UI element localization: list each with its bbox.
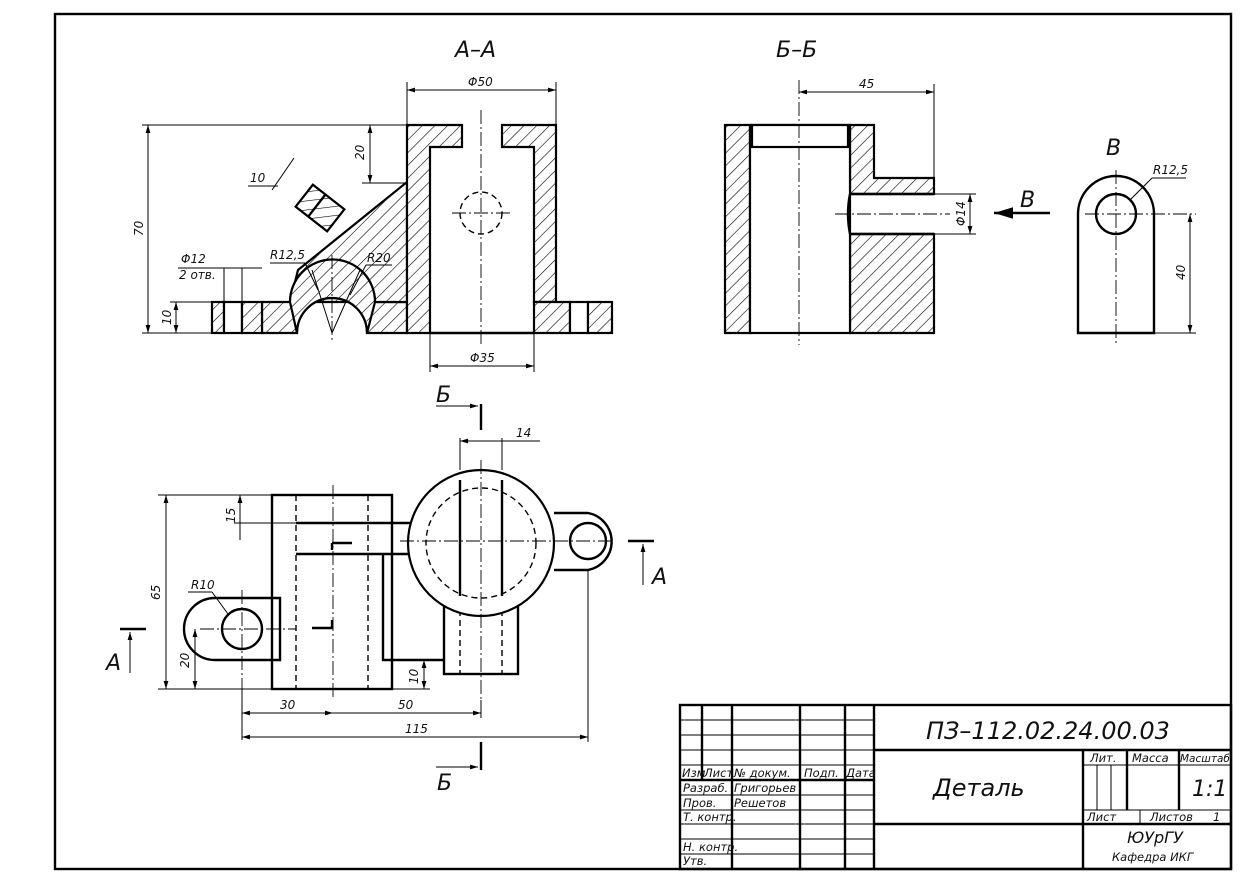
section-label-bb: Б–Б xyxy=(776,38,817,63)
tb-lit: Лит. xyxy=(1089,751,1116,765)
view-section-bb: Б–Б 45 Φ14 В xyxy=(723,38,1050,345)
dim-r125v: R12,5 xyxy=(1153,163,1188,177)
tb-name: Деталь xyxy=(932,774,1025,802)
dim-w30: 30 xyxy=(280,698,296,712)
cut-letter-v: В xyxy=(1020,188,1035,213)
tb-utv: Утв. xyxy=(683,854,707,868)
dim-s10: 10 xyxy=(250,171,266,185)
tb-sheet: Лист xyxy=(1086,810,1116,824)
tb-razrab-name: Григорьев xyxy=(734,781,796,795)
dim-w45: 45 xyxy=(859,77,874,91)
dim-h65: 65 xyxy=(149,585,163,600)
dim-r20: R20 xyxy=(367,251,391,265)
tb-prov-name: Решетов xyxy=(734,796,786,810)
dim-r125: R12,5 xyxy=(270,248,305,262)
section-label-v: В xyxy=(1106,136,1121,161)
cut-letter-a-right: А xyxy=(650,565,667,590)
dim-d35: Φ35 xyxy=(470,351,495,365)
tb-scale: 1:1 xyxy=(1192,777,1227,802)
title-block: Изм Лист № докум. Подп. Дата Разраб. Гри… xyxy=(678,703,1233,871)
cut-letter-a-left: А xyxy=(104,651,121,676)
tb-prov: Пров. xyxy=(683,796,716,810)
sheet-frame xyxy=(53,12,1233,871)
tb-nkontr: Н. контр. xyxy=(683,840,738,854)
tb-razrab: Разраб. xyxy=(683,781,728,795)
cut-letter-b-top: Б xyxy=(436,383,451,408)
dim-holes2: 2 отв. xyxy=(179,268,216,282)
dim-h70: 70 xyxy=(132,220,146,236)
tb-masshtab: Масштаб xyxy=(1180,753,1230,765)
view-section-aa: А–А Φ50 70 xyxy=(132,38,614,372)
dim-w50: 50 xyxy=(398,698,414,712)
tb-col-sign: Подп. xyxy=(804,766,839,780)
tb-dept: Кафедра ИКГ xyxy=(1112,850,1195,864)
tb-col-date: Дата xyxy=(845,766,876,780)
tb-col-doc: № докум. xyxy=(733,766,791,780)
dim-d50: Φ50 xyxy=(468,75,493,89)
dim-w115: 115 xyxy=(405,722,428,736)
dim-h15: 15 xyxy=(224,508,238,523)
dim-d12: Φ12 xyxy=(181,252,206,266)
tb-massa: Масса xyxy=(1132,751,1169,765)
cut-letter-b-bottom: Б xyxy=(437,771,452,796)
dim-h20b: 20 xyxy=(178,652,192,668)
tb-col-list: Лист xyxy=(703,766,733,780)
tb-sheets-count: 1 xyxy=(1213,810,1220,824)
dim-h10b: 10 xyxy=(407,668,421,684)
tb-col-izm: Изм xyxy=(682,766,706,780)
dim-h20: 20 xyxy=(353,144,367,160)
section-label-aa: А–А xyxy=(453,38,496,63)
dim-w14: 14 xyxy=(516,426,531,440)
dim-h40: 40 xyxy=(1174,264,1188,280)
tb-org: ЮУрГУ xyxy=(1127,828,1184,847)
tb-designation: ПЗ–112.02.24.00.03 xyxy=(926,717,1170,745)
view-v: В R12,5 40 xyxy=(1076,136,1196,345)
dim-h10: 10 xyxy=(160,309,174,325)
dim-d14: Φ14 xyxy=(954,201,968,226)
dim-r10: R10 xyxy=(191,578,215,592)
tb-tkontr: Т. контр. xyxy=(683,810,737,824)
tb-sheets: Листов xyxy=(1149,810,1193,824)
view-top: Б А А Б 1 xyxy=(104,383,667,796)
